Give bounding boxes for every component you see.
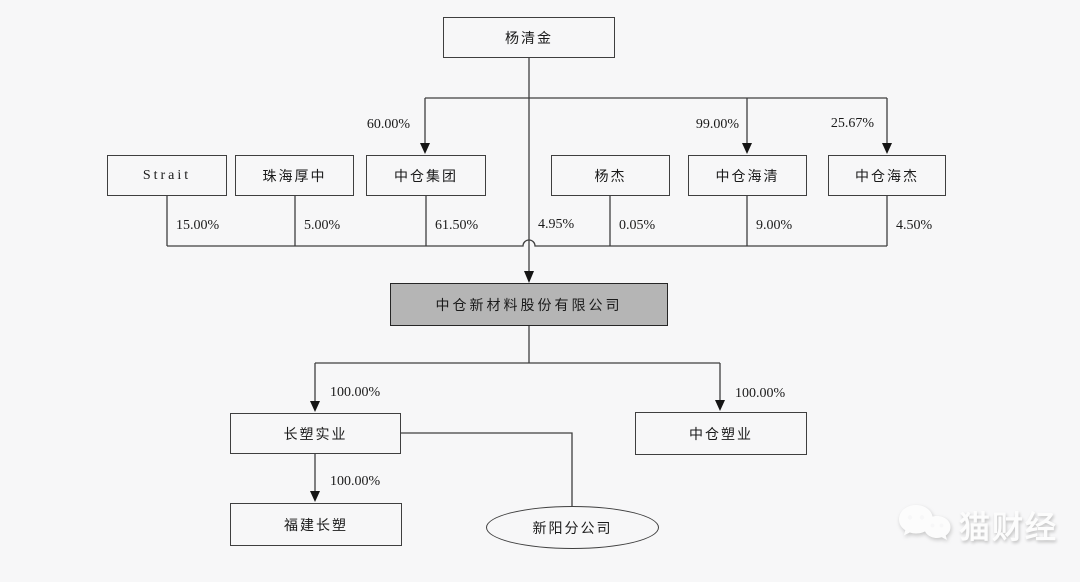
node-label: 中仓集团 xyxy=(394,169,458,185)
node-shareholder-zhuhaihouzhong: 珠海厚中 xyxy=(235,155,354,196)
node-shareholder-yangjie: 杨杰 xyxy=(551,155,670,196)
stake-zhongcanghaijie: 4.50% xyxy=(896,218,933,233)
node-label: 新阳分公司 xyxy=(532,521,613,537)
node-label: 杨清金 xyxy=(505,31,553,47)
stake-controller-haiqing: 99.00% xyxy=(695,117,739,132)
arrowhead xyxy=(715,400,725,411)
arrowhead xyxy=(420,143,430,154)
stake-controller-direct: 4.95% xyxy=(538,217,575,232)
node-company: 中仓新材料股份有限公司 xyxy=(390,283,668,326)
node-label: Strait xyxy=(142,167,192,183)
node-label: 福建长塑 xyxy=(284,518,348,534)
arrowhead xyxy=(882,143,892,154)
arrowhead xyxy=(524,271,534,283)
node-label: 中仓海清 xyxy=(715,169,780,185)
node-label: 杨杰 xyxy=(594,169,627,185)
stake-changsu: 100.00% xyxy=(330,385,381,400)
node-label: 中仓新材料股份有限公司 xyxy=(435,298,623,314)
arrowhead xyxy=(310,491,320,502)
node-shareholder-zhongcangjituan: 中仓集团 xyxy=(366,155,486,196)
stake-fujianchangsu: 100.00% xyxy=(330,474,381,489)
watermark-text: 猫财经 xyxy=(959,509,1058,545)
node-branch-xinyang: 新阳分公司 xyxy=(486,506,659,549)
stake-zhongcanghaiqing: 9.00% xyxy=(756,218,793,233)
stake-controller-jituan: 60.00% xyxy=(366,117,410,132)
node-subsidiary-zhongcangsuye: 中仓塑业 xyxy=(635,412,807,455)
node-label: 珠海厚中 xyxy=(262,169,327,185)
line-to-branch xyxy=(401,432,573,506)
stake-zhongcangjituan: 61.50% xyxy=(435,218,479,233)
node-subsidiary-changsu: 长塑实业 xyxy=(230,413,401,454)
stake-controller-haijie: 25.67% xyxy=(830,116,874,131)
node-shareholder-strait: Strait xyxy=(107,155,227,196)
node-label: 中仓塑业 xyxy=(689,427,753,443)
arrowhead xyxy=(310,401,320,412)
node-label: 长塑实业 xyxy=(283,427,348,443)
node-shareholder-zhongcanghaiqing: 中仓海清 xyxy=(688,155,807,196)
node-label: 中仓海杰 xyxy=(855,169,919,185)
node-fujianchangsu: 福建长塑 xyxy=(230,503,402,546)
arrowhead xyxy=(742,143,752,154)
stake-strait: 15.00% xyxy=(176,218,220,233)
node-shareholder-zhongcanghaijie: 中仓海杰 xyxy=(828,155,946,196)
node-controller: 杨清金 xyxy=(443,17,615,58)
stake-yangjie: 0.05% xyxy=(619,218,656,233)
stake-zhongcangsuye: 100.00% xyxy=(735,386,786,401)
watermark: 猫财经 xyxy=(896,499,1058,549)
line-shareholder-bus xyxy=(167,239,887,247)
wechat-icon xyxy=(899,505,951,540)
stake-zhuhaihouzhong: 5.00% xyxy=(304,218,341,233)
